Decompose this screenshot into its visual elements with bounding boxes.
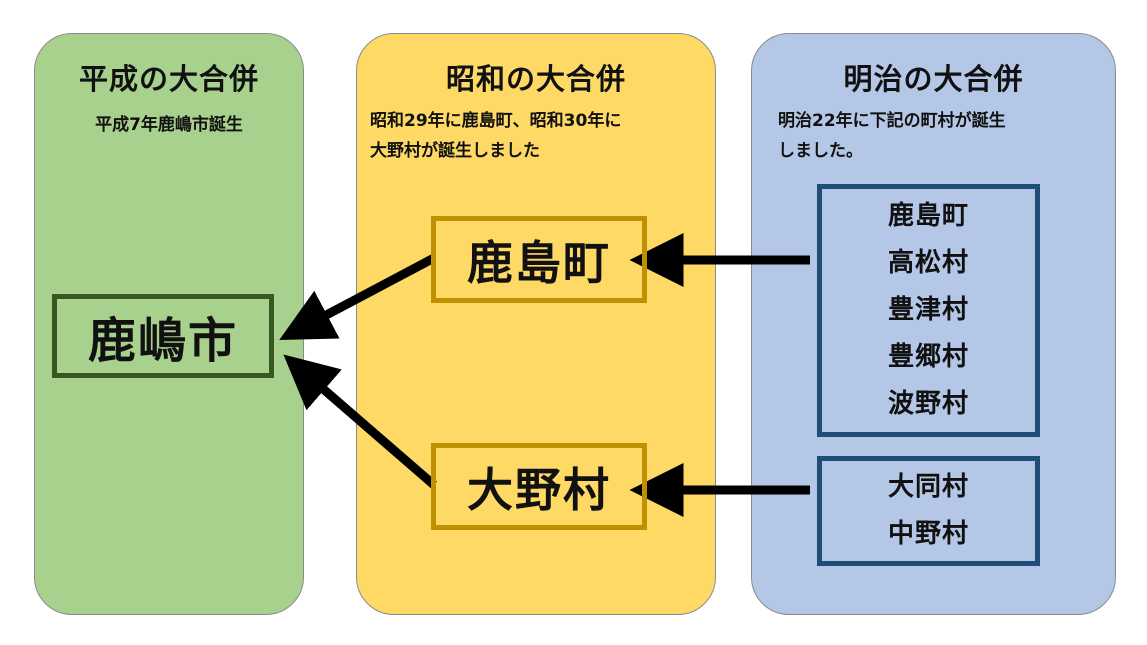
meiji-panel: 明治の大合併 明治22年に下記の町村が誕生 しました。 <box>751 33 1116 615</box>
showa-panel: 昭和の大合併 昭和29年に鹿島町、昭和30年に 大野村が誕生しました <box>356 33 716 615</box>
showa-town-box-kashima: 鹿島町 <box>431 216 647 303</box>
village-item: 豊郷村 <box>887 342 969 372</box>
showa-town-box-ono: 大野村 <box>431 443 647 530</box>
showa-caption-line: 大野村が誕生しました <box>370 141 540 161</box>
arrow-showa-ono-to-heisei-city <box>283 354 437 489</box>
village-item: 中野村 <box>887 519 969 549</box>
meiji-village-group-kashima: 鹿島町 高松村 豊津村 豊郷村 波野村 <box>817 184 1040 437</box>
village-item: 大同村 <box>887 472 969 502</box>
meiji-caption-line: 明治22年に下記の町村が誕生 <box>778 111 1006 131</box>
meiji-title: 明治の大合併 <box>843 62 1024 96</box>
village-item: 高松村 <box>887 248 969 278</box>
heisei-city-box: 鹿嶋市 <box>52 294 274 378</box>
heisei-panel: 平成の大合併 平成7年鹿嶋市誕生 <box>34 33 304 615</box>
village-item: 鹿島町 <box>887 201 969 231</box>
heisei-title: 平成の大合併 <box>78 62 259 96</box>
showa-title: 昭和の大合併 <box>445 62 626 96</box>
village-item: 豊津村 <box>887 295 969 325</box>
heisei-caption: 平成7年鹿嶋市誕生 <box>95 115 243 135</box>
showa-caption: 昭和29年に鹿島町、昭和30年に 大野村が誕生しました <box>370 106 621 166</box>
arrow-showa-kashima-to-heisei-city <box>279 254 437 340</box>
meiji-village-group-ono: 大同村 中野村 <box>817 456 1040 566</box>
village-item: 波野村 <box>887 389 969 419</box>
meiji-caption-line: しました。 <box>778 141 863 161</box>
meiji-caption: 明治22年に下記の町村が誕生 しました。 <box>778 106 1006 166</box>
showa-caption-line: 昭和29年に鹿島町、昭和30年に <box>370 111 622 131</box>
